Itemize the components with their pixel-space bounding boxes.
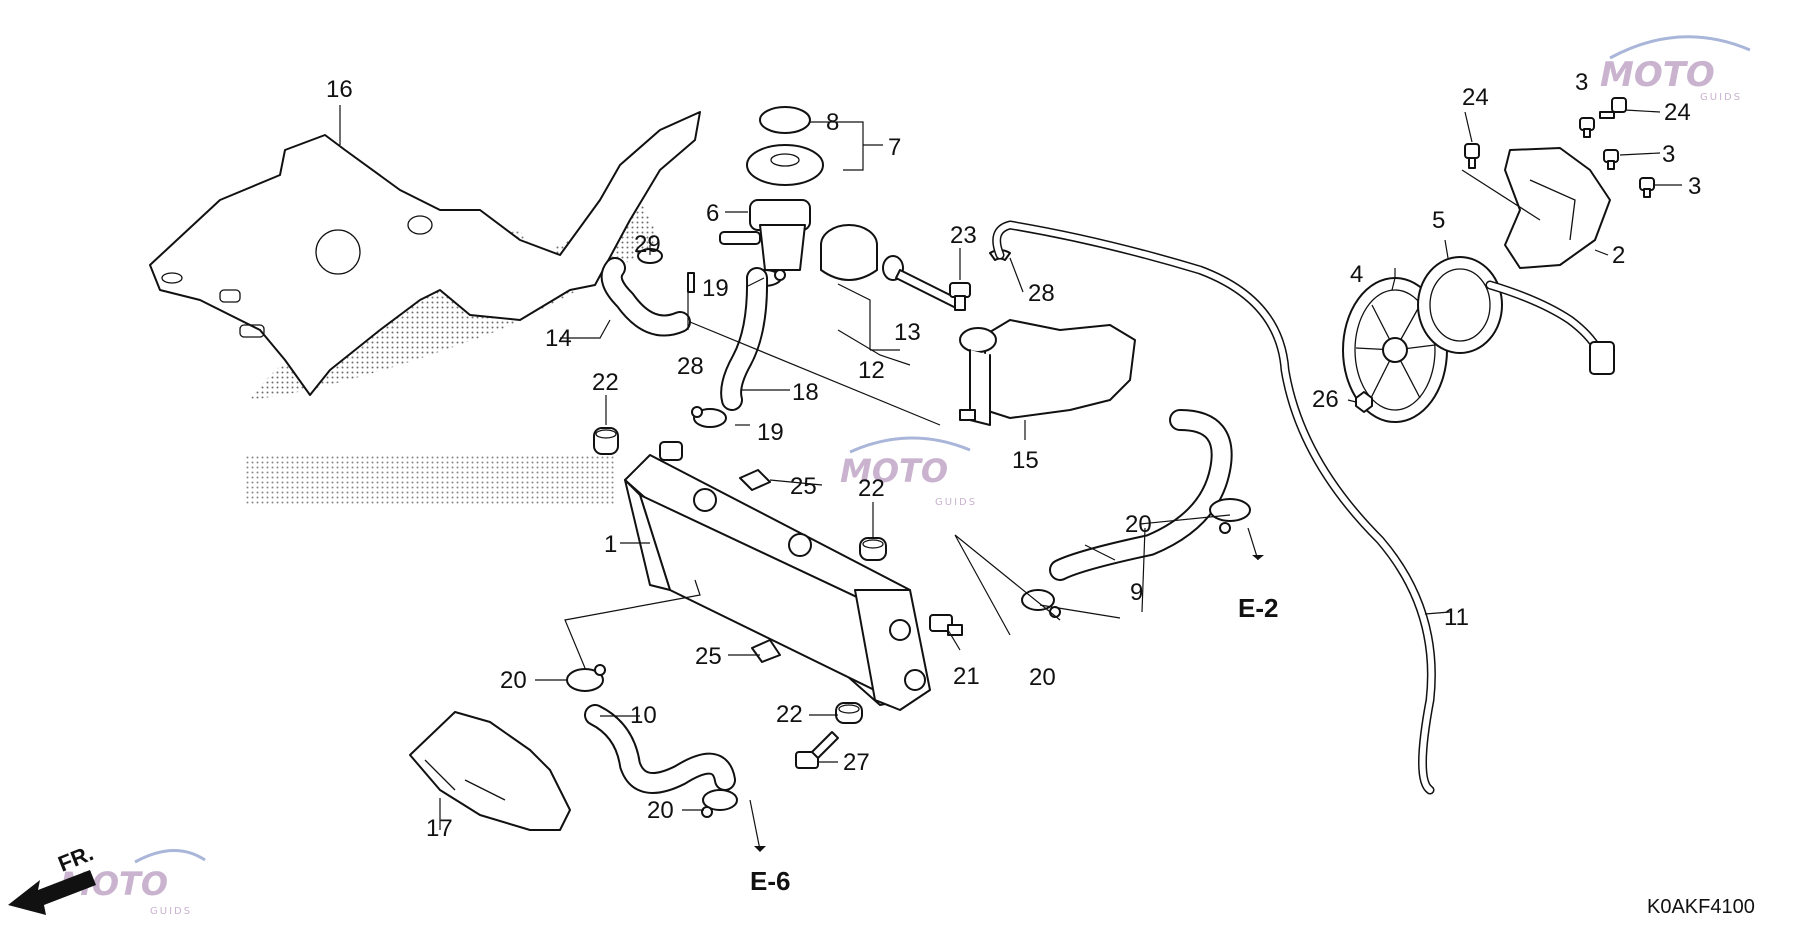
callout-22-lower[interactable]: 22	[776, 701, 803, 728]
callout-14[interactable]: 14	[545, 325, 572, 352]
callout-20-bottom[interactable]: 20	[647, 797, 674, 824]
callout-22-upper[interactable]: 22	[592, 369, 619, 396]
callout-17[interactable]: 17	[426, 815, 453, 842]
part-20-clamp-3[interactable]	[566, 664, 606, 692]
part-28-clip-lower[interactable]	[687, 272, 695, 293]
callout-9[interactable]: 9	[1130, 579, 1143, 606]
callout-3-middle[interactable]: 3	[1662, 141, 1675, 168]
callout-26[interactable]: 26	[1312, 386, 1339, 413]
callout-25-lower[interactable]: 25	[695, 643, 722, 670]
watermark-logo-top-right: MOTO GUIDS	[1600, 35, 1751, 103]
part-15-reserve-tank[interactable]	[959, 319, 1136, 426]
callout-29[interactable]: 29	[634, 231, 661, 258]
arrow-e2	[1252, 555, 1264, 560]
callout-28-upper[interactable]: 28	[1028, 280, 1055, 307]
reference-e6[interactable]: E-6	[750, 866, 790, 896]
callout-2[interactable]: 2	[1612, 242, 1625, 269]
watermark-sub: GUIDS	[935, 497, 977, 508]
part-14-hose[interactable]	[600, 257, 691, 337]
part-17-lower-guard[interactable]	[409, 711, 571, 831]
callout-4[interactable]: 4	[1350, 261, 1363, 288]
diagram-code: K0AKF4100	[1647, 896, 1755, 918]
callout-15[interactable]: 15	[1012, 447, 1039, 474]
callout-24-right[interactable]: 24	[1664, 99, 1691, 126]
part-24-bolt-1[interactable]	[1464, 143, 1480, 169]
part-12-reservoir-cap[interactable]	[820, 224, 878, 281]
callout-25-upper[interactable]: 25	[790, 473, 817, 500]
part-2-fan-shroud[interactable]	[1504, 147, 1611, 269]
watermark-brand: MOTO	[1600, 55, 1715, 95]
part-3-bolt-3[interactable]	[1639, 177, 1655, 198]
callout-22-middle[interactable]: 22	[858, 475, 885, 502]
callout-5[interactable]: 5	[1432, 207, 1445, 234]
part-22-grommet-3[interactable]	[835, 702, 863, 724]
callout-1[interactable]: 1	[604, 531, 617, 558]
watermark-logo-center: MOTO GUIDS	[840, 436, 977, 508]
callout-3-top[interactable]: 3	[1575, 69, 1588, 96]
part-27-bolt[interactable]	[795, 731, 839, 769]
part-7-radiator-cap[interactable]	[746, 144, 824, 186]
part-6-filler-neck[interactable]	[719, 199, 811, 271]
callout-10[interactable]: 10	[630, 702, 657, 729]
callout-20-left[interactable]: 20	[500, 667, 527, 694]
callout-23[interactable]: 23	[950, 222, 977, 249]
callout-13[interactable]: 13	[894, 319, 921, 346]
callout-12[interactable]: 12	[858, 357, 885, 384]
callout-19-upper[interactable]: 19	[702, 275, 729, 302]
callout-27[interactable]: 27	[843, 749, 870, 776]
reference-e2[interactable]: E-2	[1238, 593, 1278, 623]
part-3-bolt-2[interactable]	[1603, 149, 1619, 170]
part-1-radiator[interactable]	[624, 441, 931, 711]
callout-6[interactable]: 6	[706, 200, 719, 227]
part-5-fan-motor[interactable]	[1417, 256, 1615, 375]
part-22-grommet-1[interactable]	[593, 427, 619, 455]
callout-19-lower[interactable]: 19	[757, 419, 784, 446]
callout-20-right[interactable]: 20	[1125, 511, 1152, 538]
callout-28-lower[interactable]: 28	[677, 353, 704, 380]
part-24-bolt-2[interactable]	[1599, 97, 1627, 119]
part-23-bolt[interactable]	[949, 282, 971, 311]
part-26-nut[interactable]	[1355, 391, 1373, 413]
front-direction-indicator: FR.	[8, 840, 97, 915]
part-10-lower-hose[interactable]	[584, 704, 736, 794]
callout-21[interactable]: 21	[953, 663, 980, 690]
part-3-bolt-1[interactable]	[1579, 117, 1595, 138]
callout-3-bottom[interactable]: 3	[1688, 173, 1701, 200]
watermark-brand: MOTO	[840, 452, 948, 490]
part-20-clamp-4[interactable]	[701, 789, 738, 818]
callout-16[interactable]: 16	[326, 76, 353, 103]
callout-8[interactable]: 8	[826, 109, 839, 136]
callout-20-middle[interactable]: 20	[1029, 664, 1056, 691]
watermark-sub: GUIDS	[150, 906, 192, 917]
part-25-clip-upper[interactable]	[739, 469, 771, 491]
part-11-overflow-tube[interactable]	[992, 220, 1436, 795]
part-13-bolt[interactable]	[882, 255, 961, 309]
callout-11[interactable]: 11	[1444, 604, 1469, 631]
part-20-clamp-1[interactable]	[1209, 498, 1251, 534]
part-9-hose[interactable]	[1049, 409, 1233, 581]
callouts: 16 8 7 6 29 19 14 28 18 19 23 28 13 12 1…	[326, 69, 1701, 842]
callout-7[interactable]: 7	[888, 134, 901, 161]
front-arrow-icon	[8, 870, 96, 915]
part-18-hose[interactable]	[720, 267, 769, 411]
leader-lines	[339, 105, 1682, 851]
part-19-clamp-lower[interactable]	[691, 406, 727, 428]
part-8-seal[interactable]	[759, 106, 811, 134]
part-25-clip-lower[interactable]	[751, 639, 781, 663]
callout-24-left[interactable]: 24	[1462, 84, 1489, 111]
part-16-shroud[interactable]	[149, 111, 701, 396]
part-22-grommet-2[interactable]	[859, 537, 887, 561]
callout-18[interactable]: 18	[792, 379, 819, 406]
part-21-bolt[interactable]	[929, 614, 963, 636]
arrow-e6	[754, 846, 766, 852]
watermark-sub: GUIDS	[1700, 92, 1742, 103]
